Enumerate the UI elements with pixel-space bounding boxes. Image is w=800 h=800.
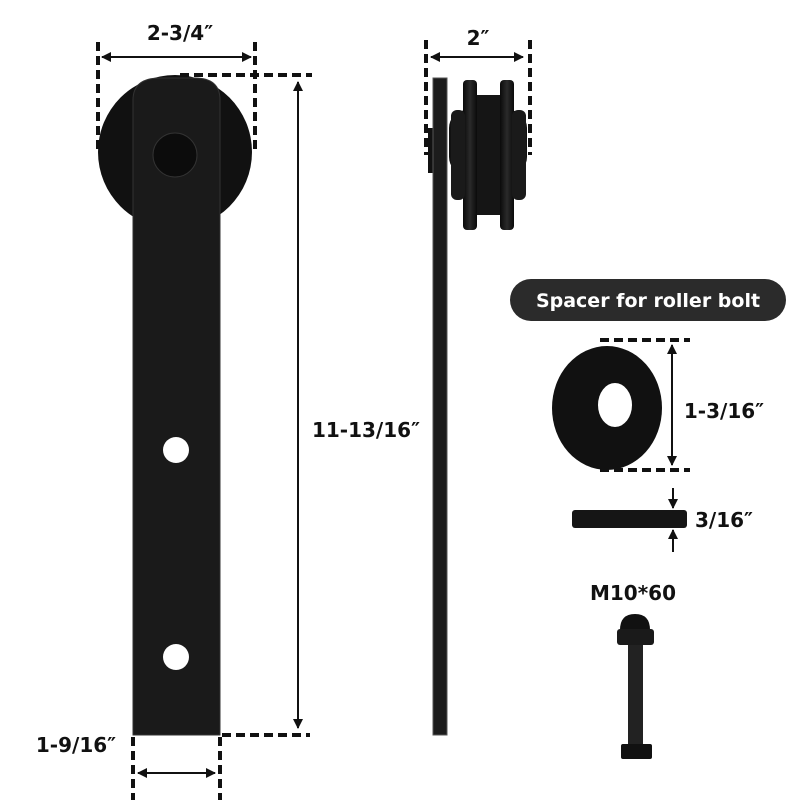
spacer-title-badge: Spacer for roller bolt xyxy=(510,279,786,321)
wheel-depth-label: 2″ xyxy=(467,26,490,50)
spacer-thickness-label: 3/16″ xyxy=(695,508,753,532)
dimension-wheel-depth: 2″ xyxy=(424,26,532,155)
dimension-strap-width: 1-9/16″ xyxy=(36,733,222,800)
hanger-front-view xyxy=(98,75,252,736)
mounting-hole xyxy=(163,644,189,670)
roller-bolt: M10*60 xyxy=(590,581,676,759)
hanger-height-label: 11-13/16″ xyxy=(312,418,420,442)
bolt-shaft xyxy=(628,645,643,745)
wheel-flange xyxy=(500,80,514,230)
spacer-washer-edge: 3/16″ xyxy=(572,488,753,552)
spacer-washer-face: 1-3/16″ xyxy=(552,338,764,472)
spacer-label: Spacer for roller bolt xyxy=(536,290,760,312)
roller-bolt-head xyxy=(152,132,198,178)
washer-hole xyxy=(598,383,632,427)
hanger-side-view xyxy=(428,77,527,736)
wheel-flange xyxy=(463,80,477,230)
spacer-diameter-label: 1-3/16″ xyxy=(684,399,764,423)
mounting-hole xyxy=(163,437,189,463)
dimension-hanger-height: 11-13/16″ xyxy=(180,73,420,737)
strap-width-label: 1-9/16″ xyxy=(36,733,116,757)
hanger-width-label: 2-3/4″ xyxy=(147,21,213,45)
bolt-size-label: M10*60 xyxy=(590,581,676,605)
hanger-plate-edge xyxy=(432,77,448,736)
bolt-nut xyxy=(621,744,652,759)
hanger-strap xyxy=(132,77,221,736)
dimension-hanger-width: 2-3/4″ xyxy=(96,21,257,152)
